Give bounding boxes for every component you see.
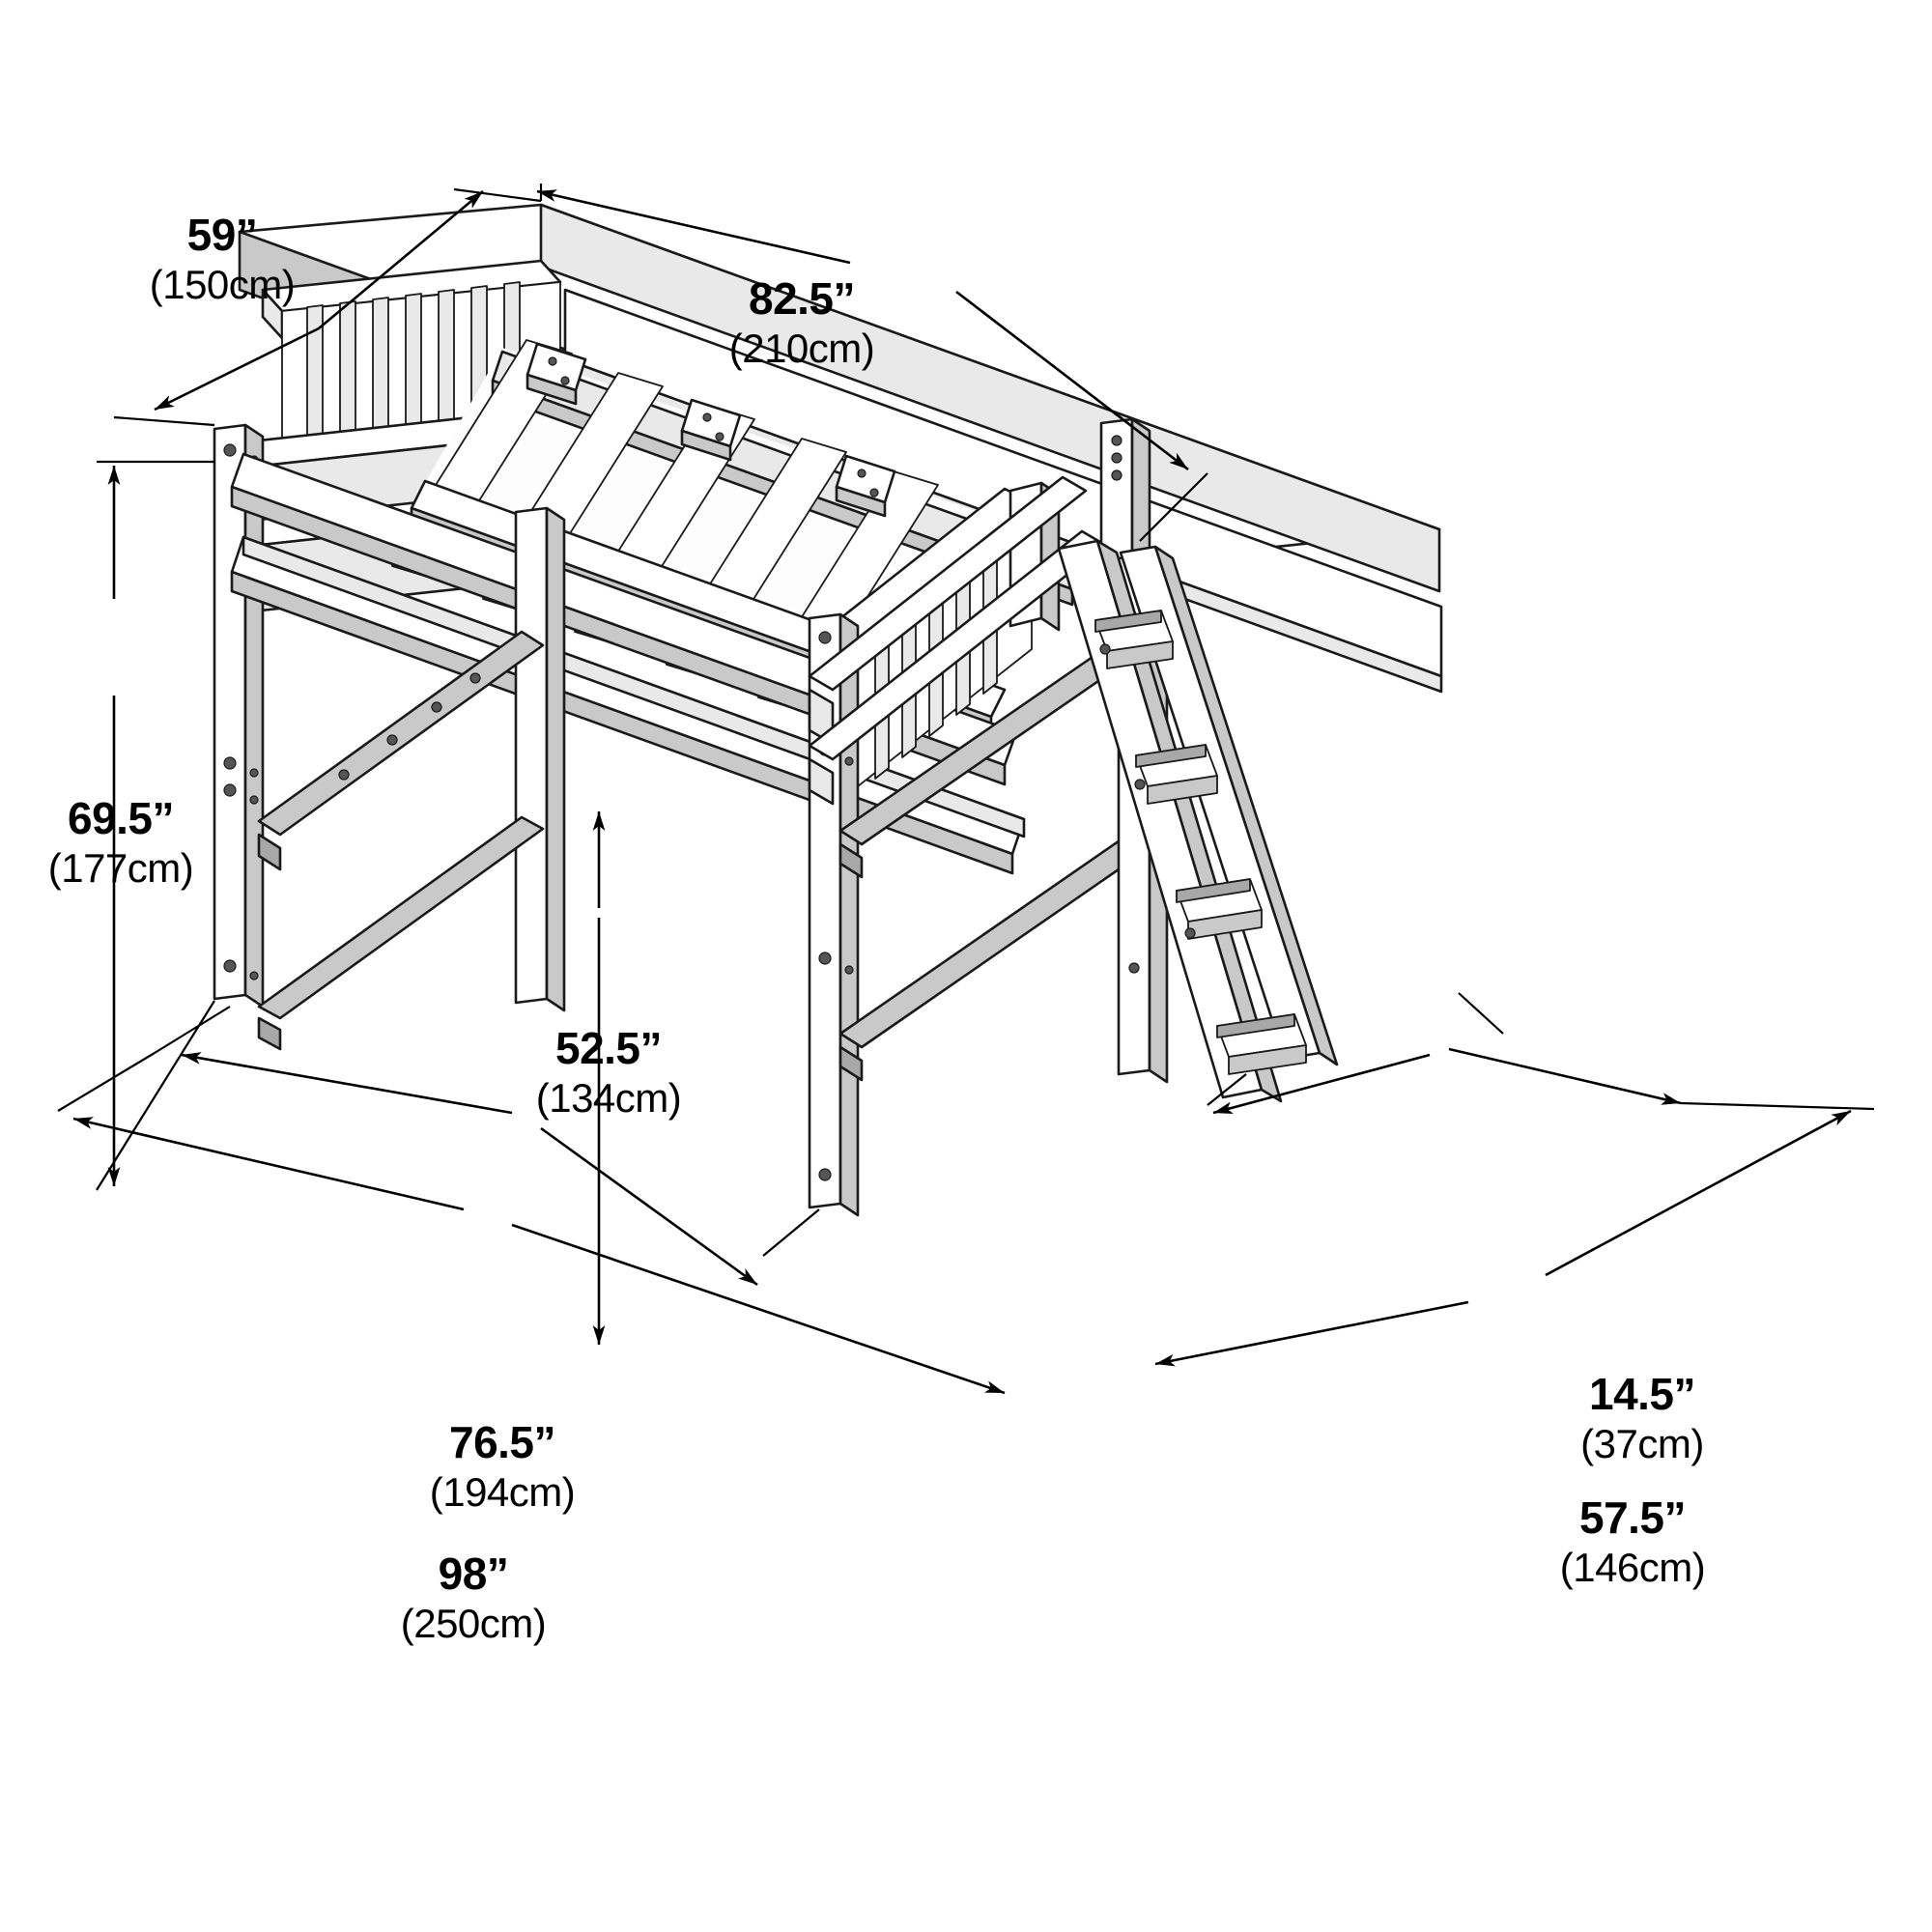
dimline-length-top [536,184,1208,542]
dimension-label-footprint-total: 98” (250cm) [328,1548,618,1647]
dimension-label-depth-top: 59” (150cm) [58,210,386,308]
dimline-ladder-projection [1207,992,1682,1115]
dimline-footprint-total [57,1052,1006,1395]
dimension-imperial-depth-top: 59” [186,210,258,260]
dimline-depth-top [113,187,542,427]
dimension-metric-depth-top: (150cm) [149,261,296,307]
ladder-rungs [1094,610,1307,1075]
dimension-metric-footprint-total: (250cm) [400,1600,547,1646]
dimension-imperial-ladder-span: 57.5” [1578,1492,1687,1543]
dimension-label-overall-height: 69.5” (177cm) [0,793,242,892]
dimension-metric-overall-height: (177cm) [47,844,194,891]
angled-access-ladder [1057,539,1339,1103]
dimension-label-under-clearance: 52.5” (134cm) [464,1023,753,1122]
dimension-imperial-under-clearance: 52.5” [554,1023,663,1073]
dimension-metric-ladder-span: (146cm) [1559,1544,1706,1590]
dimension-label-length-top: 82.5” (210cm) [657,273,947,372]
dimension-label-footprint-depth: 76.5” (194cm) [357,1417,647,1516]
dimension-imperial-footprint-depth: 76.5” [448,1417,556,1467]
dimension-imperial-overall-height: 69.5” [67,793,175,843]
dimline-ladder-span [1154,1101,1875,1367]
dimension-imperial-ladder-projection: 14.5” [1588,1369,1696,1419]
far-right-corner-post [1099,417,1151,574]
footboard-guardrail-panel [808,475,1107,1217]
dimline-overall-height [96,460,215,1191]
dimension-imperial-footprint-total: 98” [438,1548,509,1599]
dimension-imperial-length-top: 82.5” [748,273,856,324]
dimension-metric-ladder-projection: (37cm) [1580,1420,1704,1466]
dimension-metric-footprint-depth: (194cm) [429,1468,576,1515]
dimension-metric-under-clearance: (134cm) [535,1074,682,1121]
dimension-label-ladder-span: 57.5” (146cm) [1488,1492,1777,1591]
dimension-label-ladder-projection: 14.5” (37cm) [1507,1369,1777,1467]
dimension-metric-length-top: (210cm) [728,325,875,371]
dimline-footprint-depth [154,1006,820,1287]
